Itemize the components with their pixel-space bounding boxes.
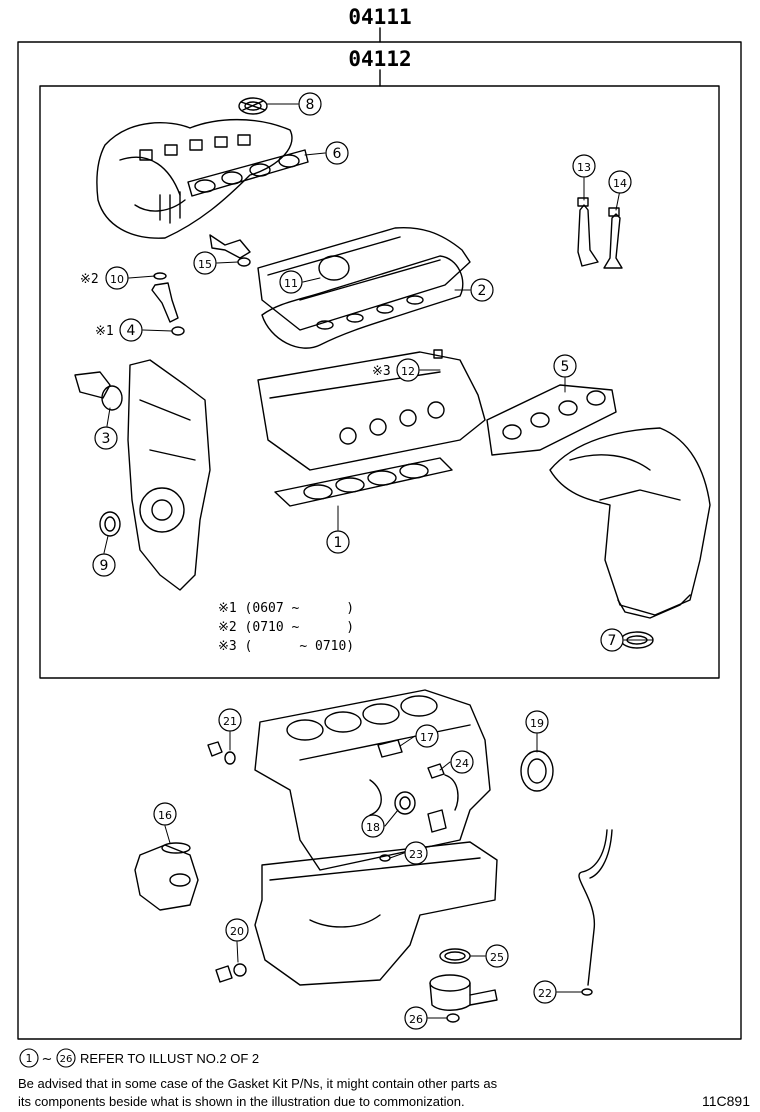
intake-seal-drawing <box>238 97 268 115</box>
svg-text:12: 12 <box>401 365 415 378</box>
callout-18: 18 <box>361 814 385 838</box>
advisory-line-2: its components beside what is shown in t… <box>18 1094 465 1109</box>
cylinder-block-drawing <box>254 689 491 871</box>
valves-drawing <box>577 197 623 269</box>
svg-text:23: 23 <box>409 848 423 861</box>
intake-manifold-drawing <box>96 118 293 239</box>
callout-10: 10 <box>105 266 129 290</box>
inner-kit-code: 04112 <box>348 47 411 71</box>
mark-callout-10: ※2 <box>80 272 99 287</box>
svg-text:13: 13 <box>577 161 591 174</box>
water-fitting-24-drawing <box>427 763 459 811</box>
head-cover-drawing <box>257 226 471 331</box>
callout-13: 13 <box>572 154 596 178</box>
svg-text:17: 17 <box>420 731 434 744</box>
callout-19: 19 <box>525 710 549 734</box>
cylinder-head-drawing <box>257 349 486 471</box>
rear-oil-seal-drawing <box>520 750 554 792</box>
svg-text:22: 22 <box>538 987 552 1000</box>
svg-text:14: 14 <box>613 177 627 190</box>
callout-22: 22 <box>533 980 557 1004</box>
callout-5: 5 <box>553 354 577 378</box>
callout-1: 1 <box>326 530 350 554</box>
callout-23: 23 <box>404 841 428 865</box>
injector-drawing <box>151 272 185 336</box>
outer-kit-code: 04111 <box>348 5 411 29</box>
callout-9: 9 <box>92 553 116 577</box>
callout-3: 3 <box>94 426 118 450</box>
seal-18-drawing <box>394 791 447 833</box>
svg-text:24: 24 <box>455 757 469 770</box>
callout-14: 14 <box>608 170 632 194</box>
drain-plug-drawing <box>215 963 247 983</box>
callout-4: 4 <box>119 318 143 342</box>
head-cover-gasket-drawing <box>261 255 464 349</box>
svg-text:20: 20 <box>230 925 244 938</box>
refer-text: REFER TO ILLUST NO.2 OF 2 <box>80 1051 260 1066</box>
oil-pan-drawing <box>254 841 498 986</box>
mark-callout-12: ※3 <box>372 364 391 379</box>
callout-15: 15 <box>193 251 217 275</box>
mark-callout-4: ※1 <box>95 324 114 339</box>
svg-text:3: 3 <box>102 431 111 447</box>
callout-17: 17 <box>415 724 439 748</box>
diagram-id: 11C891 <box>701 1093 750 1109</box>
svg-text:26: 26 <box>409 1013 423 1026</box>
svg-text:9: 9 <box>100 558 109 574</box>
svg-text:21: 21 <box>223 715 237 728</box>
dipstick-guide-drawing <box>578 829 613 996</box>
svg-text:7: 7 <box>608 633 617 649</box>
svg-text:5: 5 <box>561 359 570 375</box>
exhaust-gasket-drawing <box>486 384 617 456</box>
head-gasket-drawing <box>274 457 453 507</box>
callout-6: 6 <box>325 141 349 165</box>
callout-7: 7 <box>600 628 624 652</box>
note-1: ※1 (0607 ~ ) <box>218 601 354 616</box>
callout-24: 24 <box>450 750 474 774</box>
front-oil-seal-drawing <box>99 511 121 537</box>
footer-range: 1 ~ 26 <box>19 1048 76 1068</box>
svg-text:11: 11 <box>284 277 298 290</box>
svg-text:18: 18 <box>366 821 380 834</box>
plug-21-drawing <box>207 741 236 765</box>
svg-text:15: 15 <box>198 258 212 271</box>
svg-text:1: 1 <box>334 535 343 551</box>
callout-11: 11 <box>279 270 303 294</box>
svg-text:8: 8 <box>306 97 315 113</box>
intake-gasket-drawing <box>187 149 309 197</box>
svg-text:1: 1 <box>26 1052 33 1065</box>
block-gasket-17-drawing <box>377 739 403 758</box>
svg-text:16: 16 <box>158 809 172 822</box>
svg-text:~: ~ <box>42 1052 53 1067</box>
oil-filter-seal-drawing <box>439 948 471 964</box>
svg-text:19: 19 <box>530 717 544 730</box>
svg-text:26: 26 <box>60 1054 73 1065</box>
water-outlet-drawing <box>74 371 123 411</box>
svg-text:6: 6 <box>333 146 342 162</box>
timing-cover-drawing <box>127 359 211 591</box>
callout-12: 12 <box>396 358 420 382</box>
svg-text:2: 2 <box>478 283 487 299</box>
callout-16: 16 <box>153 802 177 826</box>
callout-8: 8 <box>298 92 322 116</box>
callout-20: 20 <box>225 918 249 942</box>
leader-lines <box>103 103 654 1019</box>
exhaust-manifold-drawing <box>549 427 711 619</box>
callout-26: 26 <box>404 1006 428 1030</box>
callout-2: 2 <box>470 278 494 302</box>
outer-kit-frame <box>17 41 742 1040</box>
callout-21: 21 <box>218 708 242 732</box>
svg-text:10: 10 <box>110 273 124 286</box>
svg-text:4: 4 <box>127 323 136 339</box>
svg-text:25: 25 <box>490 951 504 964</box>
washer-26-drawing <box>446 1013 460 1023</box>
water-pump-drawing <box>134 842 199 911</box>
note-3: ※3 ( ~ 0710) <box>218 639 354 654</box>
note-2: ※2 (0710 ~ ) <box>218 620 354 635</box>
callout-25: 25 <box>485 944 509 968</box>
advisory-line-1: Be advised that in some case of the Gask… <box>18 1076 498 1091</box>
oil-filter-drawing <box>429 974 498 1011</box>
inner-kit-frame <box>39 85 720 679</box>
